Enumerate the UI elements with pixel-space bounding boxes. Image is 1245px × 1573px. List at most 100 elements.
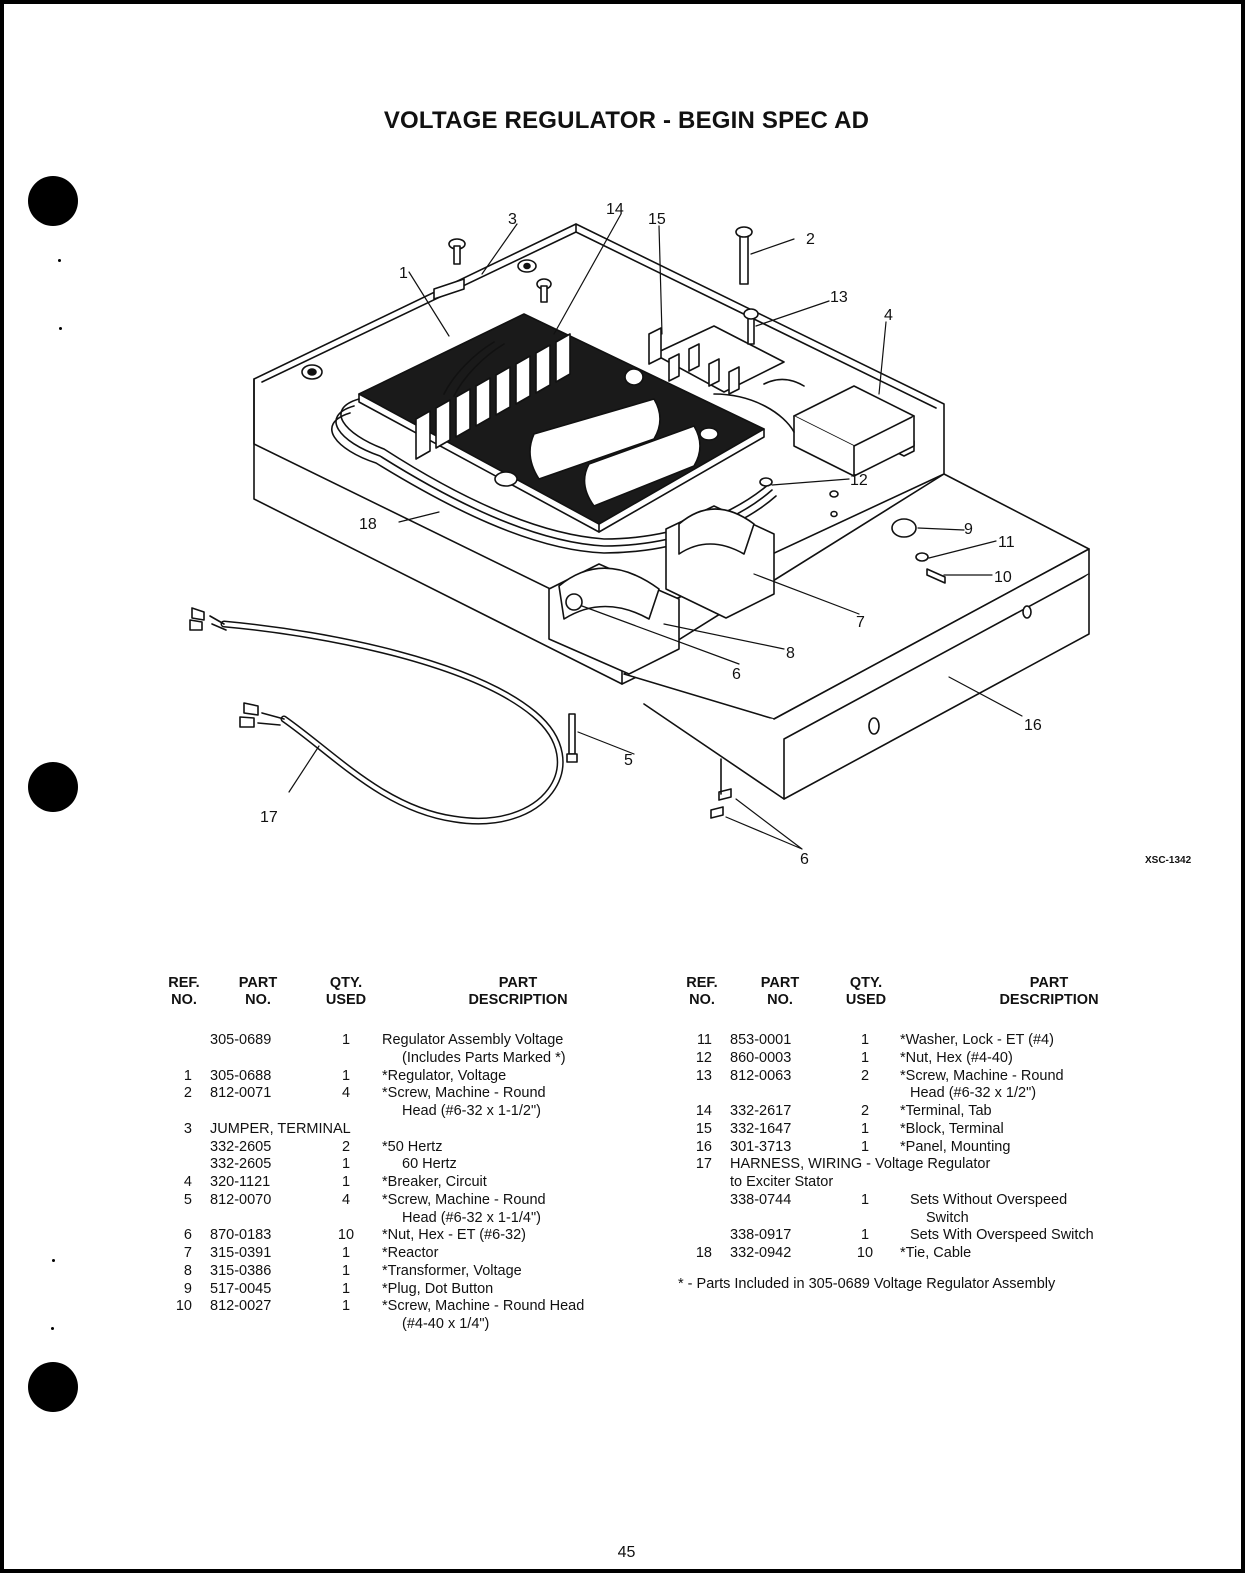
callout-2: 2: [806, 231, 815, 248]
cell-desc: (#4-40 x 1/4"): [402, 1316, 490, 1332]
cell-part: 812-0070: [210, 1191, 272, 1208]
hardware: [433, 226, 946, 819]
cell-desc: *Screw, Machine - Round Head: [382, 1298, 585, 1315]
callout-8: 8: [786, 645, 795, 662]
cell-part: 338-0917: [730, 1227, 792, 1244]
cell-part: 812-0071: [210, 1085, 272, 1102]
page-title: VOLTAGE REGULATOR - BEGIN SPEC AD: [383, 107, 870, 134]
cell-desc: *Nut, Hex (#4-40): [900, 1049, 1013, 1066]
cell-desc: Head (#6-32 x 1-1/2"): [402, 1103, 541, 1119]
cell-part: 853-0001: [730, 1032, 792, 1048]
cell-desc: *Plug, Dot Button: [382, 1280, 494, 1297]
cell-part: 315-0386: [210, 1262, 272, 1279]
binder-hole: [28, 176, 78, 226]
cell-ref: 5: [183, 1191, 192, 1208]
cell-qty: 2: [860, 1067, 870, 1084]
callout-18: 18: [359, 516, 377, 533]
callout-6b: 6: [800, 851, 809, 868]
callout-6: 6: [732, 666, 741, 683]
table-row: Head (#6-32 x 1-1/4"): [156, 1210, 626, 1228]
cell-desc: *Panel, Mounting: [900, 1138, 1011, 1155]
cell-qty: 1: [341, 1156, 351, 1173]
cell-part: 332-2605: [210, 1138, 272, 1155]
callout-7: 7: [856, 614, 865, 631]
cell-qty: 4: [341, 1191, 351, 1208]
cell-part: 860-0003: [730, 1049, 792, 1066]
cell-qty: 1: [341, 1032, 351, 1048]
cell-desc: *Transformer, Voltage: [382, 1262, 522, 1279]
cell-ref: 3: [183, 1120, 192, 1137]
cell-ref: 16: [695, 1138, 712, 1155]
cell-ref: 11: [696, 1032, 712, 1048]
cell-qty: 1: [860, 1120, 870, 1137]
table-row: 14 332-2617 2 *Terminal, Tab: [674, 1103, 1144, 1121]
cell-qty: 1: [860, 1138, 870, 1155]
callout-4: 4: [884, 307, 893, 324]
cell-desc: *50 Hertz: [382, 1138, 443, 1155]
table-row: 15 332-1647 1 *Block, Terminal: [674, 1121, 1144, 1139]
callout-14: 14: [606, 201, 624, 218]
cell-desc: *Screw, Machine - Round: [382, 1085, 546, 1102]
callout-labels: 1 2 3 4 5 6 6 7 8 9 10 11 12 13 14 15 16…: [260, 201, 1042, 868]
cell-desc: Sets Without Overspeed: [910, 1191, 1068, 1208]
cell-qty: 2: [341, 1138, 351, 1155]
table-row: (Includes Parts Marked *): [156, 1050, 626, 1068]
page-number: 45: [617, 1544, 636, 1561]
table-row: (#4-40 x 1/4"): [156, 1316, 626, 1334]
cell-desc: *Terminal, Tab: [900, 1103, 992, 1119]
callout-12: 12: [850, 472, 868, 489]
cell-part: 332-2617: [730, 1103, 792, 1119]
callout-11: 11: [998, 534, 1015, 551]
speck: [52, 1259, 55, 1262]
cell-part: 301-3713: [730, 1138, 792, 1155]
cell-ref: 14: [695, 1103, 712, 1119]
cell-qty: 1: [860, 1227, 870, 1244]
table-row: Head (#6-32 x 1/2"): [674, 1085, 1144, 1103]
binder-hole: [28, 1362, 78, 1412]
leader-lines: [288, 213, 1023, 850]
cell-ref: 10: [175, 1298, 192, 1315]
cell-desc: *Washer, Lock - ET (#4): [900, 1032, 1054, 1048]
binder-hole: [28, 762, 78, 812]
cell-qty: 1: [341, 1280, 351, 1297]
cell-desc: *Screw, Machine - Round: [900, 1067, 1064, 1084]
cell-qty: 10: [337, 1227, 355, 1244]
cell-ref: 4: [183, 1174, 192, 1190]
callout-13: 13: [830, 289, 848, 306]
cell-desc: Head (#6-32 x 1/2"): [910, 1085, 1037, 1102]
cell-part: to Exciter Stator: [730, 1174, 834, 1190]
cell-qty: 1: [341, 1262, 351, 1279]
cell-part: 870-0183: [210, 1227, 272, 1244]
cell-part: 315-0391: [210, 1245, 272, 1261]
figure-id: XSC-1342: [1145, 855, 1192, 866]
cell-qty: 1: [860, 1049, 870, 1066]
cell-qty: 1: [860, 1191, 870, 1208]
callout-15: 15: [648, 211, 666, 228]
cell-qty: 2: [860, 1103, 870, 1119]
cell-part: 332-1647: [730, 1120, 792, 1137]
cell-part: 517-0045: [210, 1280, 272, 1297]
callout-16: 16: [1024, 717, 1042, 734]
callout-10: 10: [994, 569, 1012, 586]
cell-ref: 15: [695, 1120, 712, 1137]
cell-desc: *Block, Terminal: [900, 1120, 1004, 1137]
cell-ref: 13: [695, 1067, 712, 1084]
header-qty: QTY.USED: [845, 975, 887, 1008]
